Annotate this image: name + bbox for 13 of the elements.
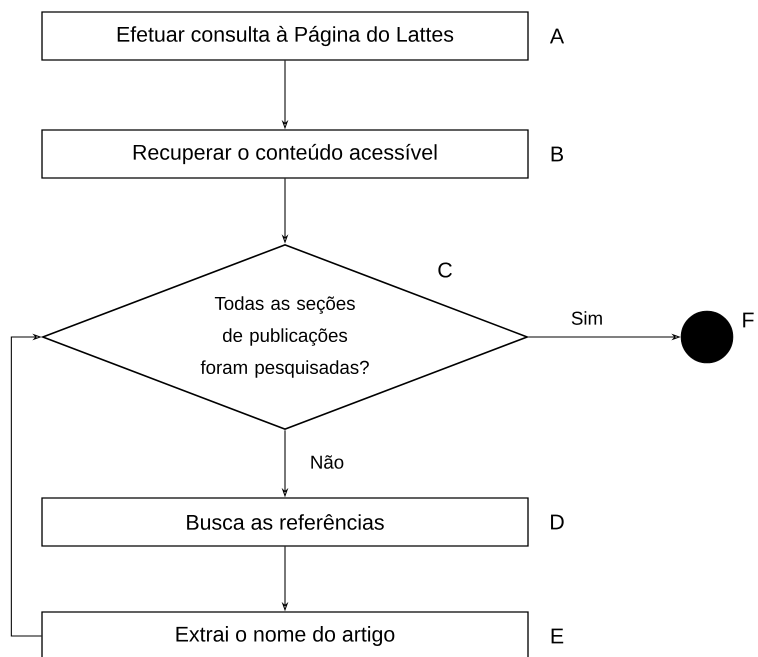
process-box: Extrai o nome do artigo bbox=[41, 611, 529, 657]
step-letter: C bbox=[438, 262, 452, 278]
end-circle bbox=[680, 310, 734, 364]
step-letter: E bbox=[552, 628, 564, 644]
process-box: Recuperar o conteúdo acessível bbox=[41, 129, 529, 179]
edge-label: Não bbox=[308, 454, 346, 470]
edge-label: Sim bbox=[570, 310, 604, 326]
process-box: Efetuar consulta à Página do Lattes bbox=[41, 11, 529, 61]
step-letter: D bbox=[551, 514, 564, 530]
step-letter: B bbox=[552, 146, 563, 162]
step-letter: F bbox=[743, 312, 754, 328]
step-letter: A bbox=[550, 28, 564, 44]
process-box: Busca as referências bbox=[41, 497, 529, 547]
